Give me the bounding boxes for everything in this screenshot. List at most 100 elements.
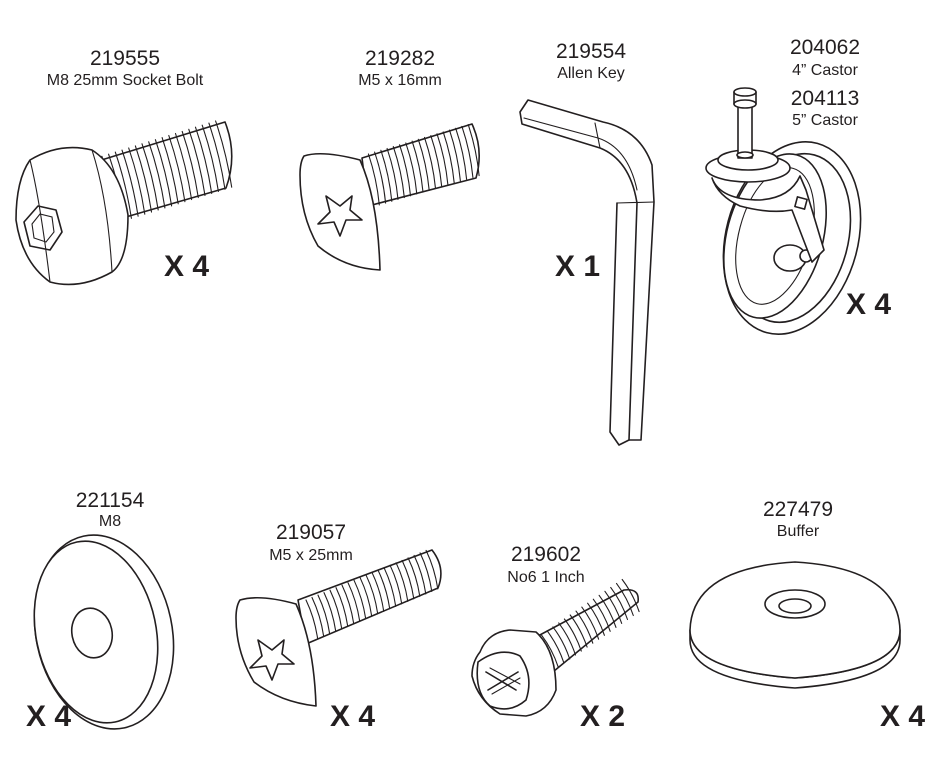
thread-ridge [552, 626, 571, 660]
socket-bolt-description: M8 25mm Socket Bolt [46, 72, 204, 89]
thread-ridge [383, 567, 397, 607]
thread-ridge [395, 562, 409, 602]
thread-ridge [405, 142, 418, 195]
thread-ridge [201, 124, 219, 192]
thread-ridge [419, 552, 433, 592]
screw-m5-16-code: 219282 [364, 47, 436, 70]
thread-ridge [154, 139, 173, 207]
thread-ridge [417, 138, 430, 191]
wood-screw-illustration [471, 578, 640, 717]
thread-ridge [569, 614, 588, 648]
thread-ridge [401, 559, 415, 600]
thread-ridge [430, 135, 443, 188]
wood-screw-description: No6 1 Inch [507, 569, 585, 586]
thread-ridge [546, 630, 565, 664]
thread-ridge [311, 596, 325, 637]
thread-ridge [168, 134, 186, 203]
thread-ridge [380, 149, 393, 202]
screw-m5-16-description: M5 x 16mm [358, 72, 442, 89]
screw-m5-25-quantity: X 4 [330, 700, 376, 733]
thread-ridge [374, 151, 387, 204]
thread-ridge [425, 549, 439, 590]
thread-ridge [161, 137, 179, 205]
wood-screw-code: 219602 [510, 543, 582, 566]
thread-ridge [587, 602, 605, 636]
thread-ridge [615, 582, 634, 617]
allen-key-code: 219554 [555, 40, 627, 63]
thread-ridge [592, 598, 611, 632]
buffer-description: Buffer [776, 523, 820, 540]
thread-ridge [399, 144, 412, 197]
thread-ridge [442, 131, 455, 184]
screw-m5-25-code: 219057 [275, 521, 347, 544]
screw-m5-25-description: M5 x 25mm [269, 547, 353, 564]
thread-ridge [215, 120, 233, 188]
washer-code: 221154 [75, 489, 145, 512]
thread-ridge [181, 130, 199, 199]
thread-ridge [174, 132, 193, 201]
thread-ridge [347, 582, 361, 622]
castor-quantity: X 4 [846, 288, 892, 321]
castor-5in-code: 204113 [790, 87, 860, 110]
thread-ridge [188, 128, 206, 197]
thread-ridge [323, 592, 337, 632]
thread-ridge [114, 151, 132, 219]
castor-4in-description: 4” Castor [792, 62, 858, 79]
thread-ridge [436, 133, 449, 186]
thread-ridge [371, 572, 385, 612]
thread-ridge [581, 606, 600, 640]
thread-ridge [598, 594, 617, 628]
countersunk-screw-m5-16-illustration [299, 123, 480, 271]
thread-ridge [563, 618, 582, 652]
castor-5in-description: 5” Castor [792, 112, 858, 129]
socket-bolt-quantity: X 4 [164, 250, 210, 283]
allen-key-quantity: X 1 [555, 250, 601, 283]
thread-ridge [621, 578, 640, 613]
washer-description: M8 [98, 513, 122, 530]
thread-ridge [413, 554, 427, 595]
thread-ridge [317, 594, 331, 635]
thread-ridge [575, 610, 594, 644]
washer-quantity: X 4 [26, 700, 72, 733]
thread-ridge [604, 590, 623, 624]
buffer-illustration [689, 561, 901, 689]
thread-ridge [540, 634, 559, 668]
thread-ridge [359, 577, 373, 617]
thread-ridge [148, 141, 166, 209]
thread-ridge [141, 143, 159, 211]
thread-ridge [411, 140, 424, 193]
thread-ridge [365, 574, 379, 615]
thread-ridge [367, 153, 380, 206]
thread-ridge [455, 127, 468, 180]
thread-ridge [329, 589, 343, 630]
thread-ridge [467, 124, 480, 177]
thread-ridge [407, 557, 421, 597]
thread-ridge [610, 586, 629, 621]
thread-ridge [305, 599, 319, 640]
allen-key-illustration [519, 99, 655, 446]
thread-ridge [558, 622, 577, 656]
thread-ridge [423, 136, 437, 189]
thread-ridge [341, 584, 355, 625]
castor-4in-code: 204062 [789, 36, 861, 59]
thread-ridge [389, 564, 403, 605]
washer-illustration [33, 534, 175, 730]
castor-illustration [705, 87, 862, 335]
thread-ridge [461, 125, 474, 178]
thread-ridge [386, 147, 399, 200]
thread-ridge [128, 147, 146, 215]
buffer-quantity: X 4 [880, 700, 926, 733]
wood-screw-quantity: X 2 [580, 700, 626, 733]
thread-ridge [353, 579, 367, 620]
thread-ridge [121, 149, 139, 217]
allen-key-description: Allen Key [557, 65, 625, 82]
thread-ridge [134, 145, 153, 213]
thread-ridge [392, 146, 405, 199]
thread-ridge [448, 129, 461, 182]
socket-bolt-code: 219555 [89, 47, 161, 70]
thread-ridge [208, 122, 226, 190]
socket-bolt-illustration [15, 120, 233, 286]
thread-ridge [377, 569, 391, 610]
thread-ridge [194, 126, 213, 194]
